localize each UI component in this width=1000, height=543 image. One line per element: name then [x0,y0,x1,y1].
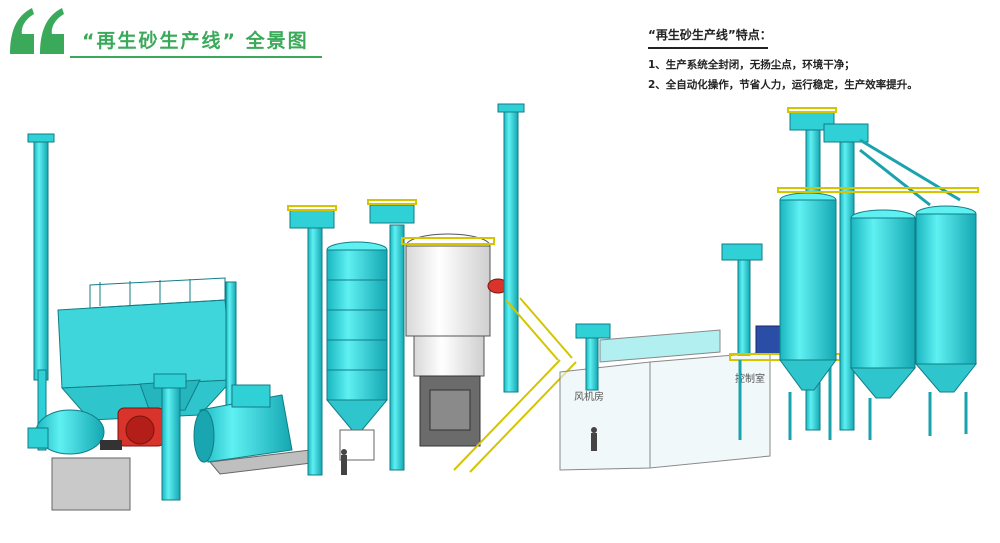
middle-silo [325,241,389,461]
bag-filter-dust-collector [57,277,237,443]
silo-back-left [779,192,837,391]
control-room-label: 控制室 [735,372,765,385]
staircase [453,297,577,473]
rotary-drum [193,384,321,475]
features-heading: “再生砂生产线”特点： [648,28,772,42]
base-cabinet [51,457,131,511]
silo-front-right [914,205,978,393]
page-title: “再生砂生产线” 全景图 [82,30,309,52]
red-crusher [100,407,165,450]
quote-mark-icon [10,8,64,54]
silo-front-middle [849,209,917,399]
fan-room-label: 风机房 [574,390,604,403]
feature-item-1: 1、生产系统全封闭，无扬尘点，环境干净； [648,58,855,71]
feature-item-2: 2、全自动化操作，节省人力，运行稳定，生产效率提升。 [648,78,918,91]
worker-figures [341,427,597,475]
central-exhaust-stack [497,103,525,393]
fan-room [559,361,651,471]
central-white-tower [401,233,509,447]
room-bucket-elevator [575,323,611,391]
left-bucket-elevator [153,373,187,501]
features-heading-underline [648,47,768,49]
features-panel: “再生砂生产线”特点： 1、生产系统全封闭，无扬尘点，环境干净； 2、全自动化操… [648,26,978,95]
right-silo-group [777,187,979,440]
title-underline [70,56,322,58]
left-exhaust-stack [27,133,55,451]
middle-bucket-elevators [287,199,417,476]
fan-unit [27,409,105,455]
